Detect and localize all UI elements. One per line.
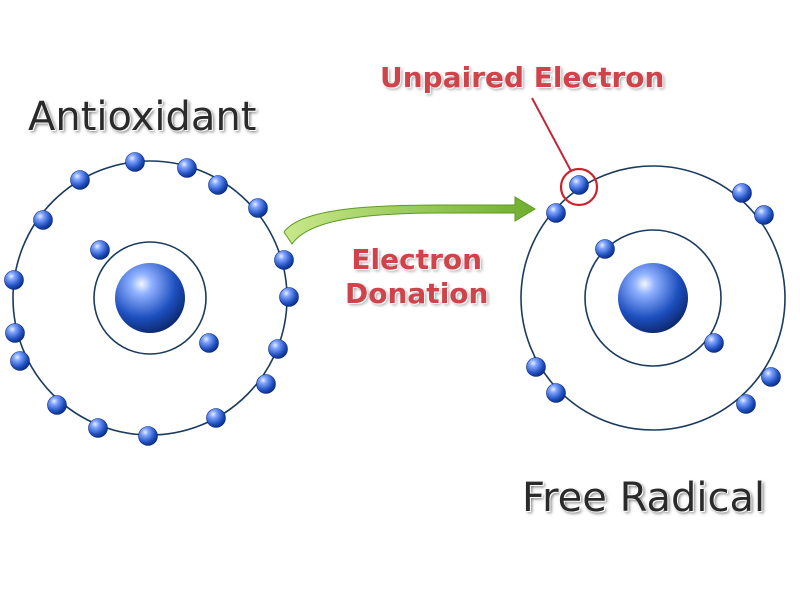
electron [256, 374, 276, 394]
electron [125, 152, 145, 172]
free-radical-outer-orbit [520, 165, 786, 431]
antioxidant-title: Antioxidant [28, 94, 257, 140]
free-radical-inner-orbit [584, 229, 722, 367]
electron [88, 418, 108, 438]
electron [268, 339, 288, 359]
electron [736, 394, 756, 414]
free-radical-atom [520, 165, 786, 431]
electron [90, 240, 110, 260]
donation-arrow [283, 196, 536, 245]
electron-donation-label: Electron Donation [345, 243, 488, 310]
unpaired-pointer-line [531, 97, 572, 172]
electron [5, 323, 25, 343]
electron [138, 426, 158, 446]
unpaired-electron-label: Unpaired Electron [380, 61, 665, 94]
free-radical-electrons [526, 175, 781, 414]
antioxidant-nucleus [115, 263, 185, 333]
electron [704, 333, 724, 353]
electron [4, 270, 24, 290]
donation-label-line2: Donation [345, 276, 489, 310]
electron [526, 357, 546, 377]
electron [33, 210, 53, 230]
electron [206, 408, 226, 428]
free-radical-nucleus [618, 263, 688, 333]
donation-label-line1: Electron [351, 243, 483, 276]
electron [47, 395, 67, 415]
electron [732, 183, 752, 203]
electron [546, 203, 566, 223]
unpaired-electron [569, 175, 589, 195]
antioxidant-inner-orbit [93, 241, 207, 355]
electron [279, 287, 299, 307]
electron [177, 158, 197, 178]
electron [199, 333, 219, 353]
electron [595, 239, 615, 259]
electron [754, 205, 774, 225]
electron [248, 198, 268, 218]
free-radical-title: Free Radical [522, 475, 766, 521]
electron [10, 351, 30, 371]
antioxidant-atom [4, 152, 299, 446]
unpaired-electron-circle [559, 167, 599, 207]
antioxidant-electrons [4, 152, 299, 446]
electron [274, 250, 294, 270]
electron [70, 170, 90, 190]
electron [546, 383, 566, 403]
electron [208, 175, 228, 195]
electron [761, 367, 781, 387]
